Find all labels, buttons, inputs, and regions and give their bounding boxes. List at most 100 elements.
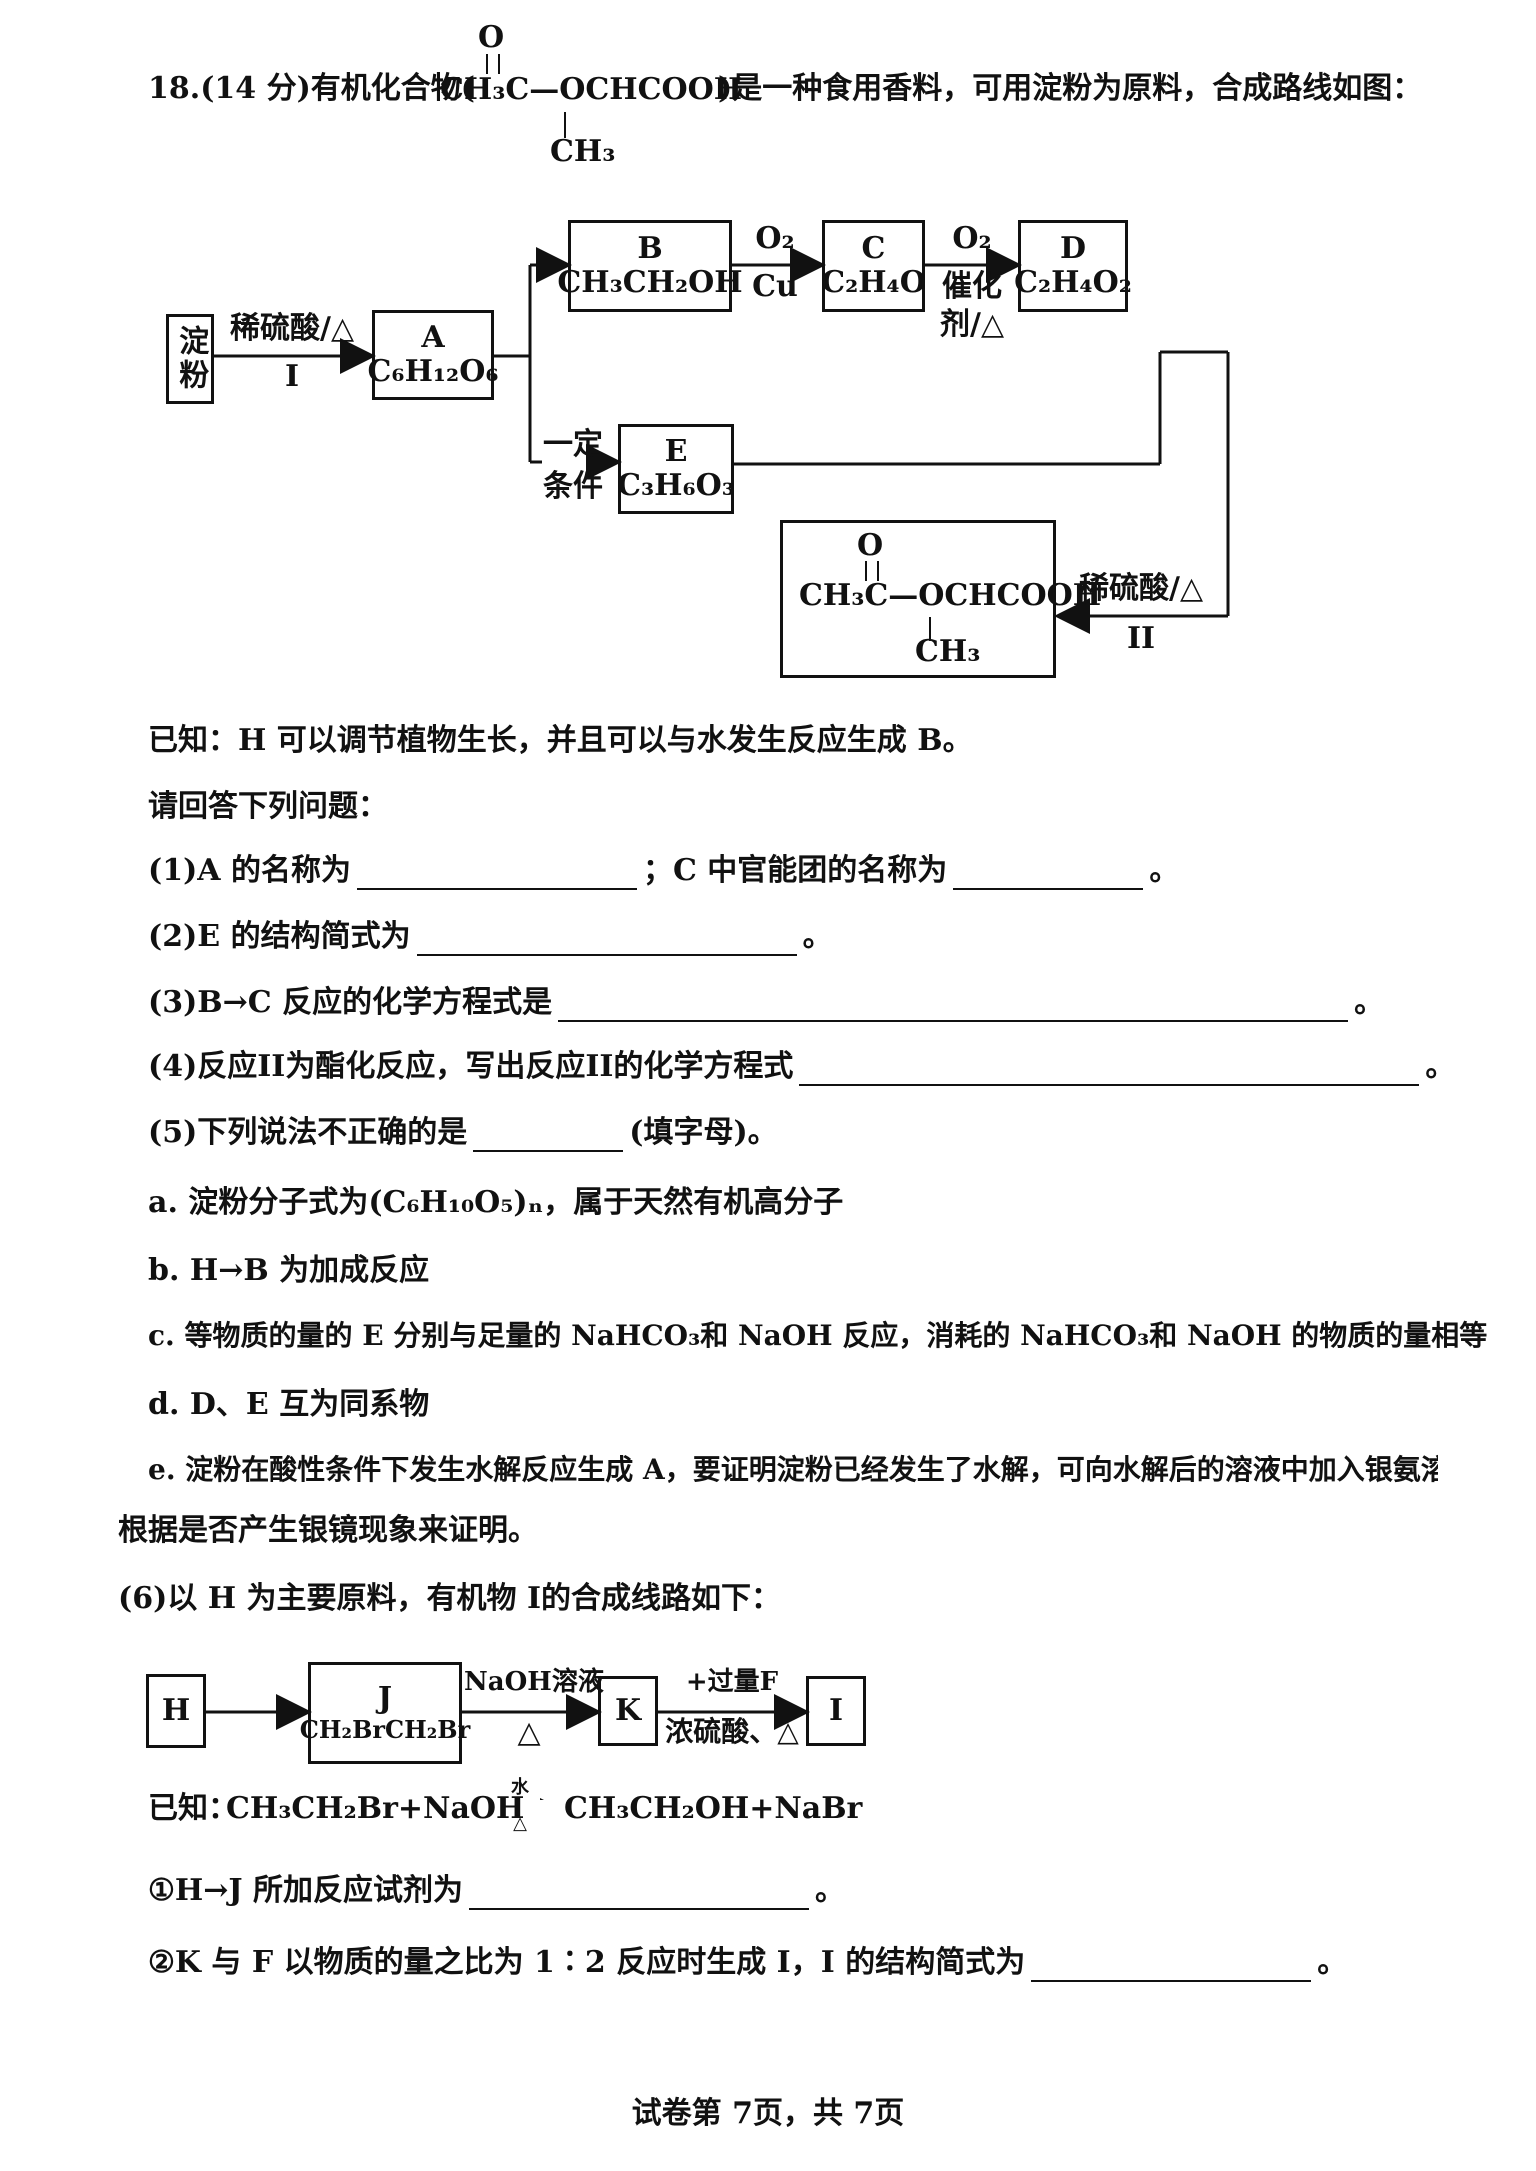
q5-answer-blank[interactable] (473, 1120, 624, 1152)
q1-part-a: (1)A 的名称为 (148, 853, 351, 888)
q4-end: 。 (1425, 1049, 1456, 1084)
page-footer: 试卷第 7页，共 7页 (631, 2096, 905, 2131)
compound-methyl: CH₃ (550, 134, 616, 169)
q1-end: 。 (1149, 853, 1180, 888)
q6-1-end: 。 (815, 1873, 846, 1908)
arrow-BC-top: O₂ (755, 221, 795, 256)
methyl-bond (564, 112, 566, 138)
product-methyl: CH₃ (915, 634, 981, 669)
q5-end: (填字母)。 (629, 1115, 778, 1150)
E-formula: C₃H₆O₃ (617, 468, 735, 503)
arrow-JK-top: NaOH溶液 (464, 1667, 604, 1697)
prompt-text: 请回答下列问题： (148, 789, 388, 824)
arrow-AE-top: 一定 (543, 427, 603, 462)
q4-text: (4)反应II为酯化反应，写出反应II的化学方程式 (148, 1049, 794, 1084)
q2-end: 。 (802, 919, 833, 954)
known-info-2-condition-bottom: △ (513, 1813, 527, 1834)
arrow-KI-bottom: 浓硫酸、△ (665, 1715, 799, 1748)
q1-answer-blank-1[interactable] (356, 858, 637, 890)
C-name: C (861, 230, 886, 266)
q3-answer-blank[interactable] (558, 990, 1349, 1022)
box-J: J CH₂BrCH₂Br (300, 1662, 470, 1764)
A-name: A (421, 319, 445, 355)
option-e-line1: e. 淀粉在酸性条件下发生水解反应生成 A，要证明淀粉已经发生了水解，可向水解后… (148, 1453, 1438, 1486)
box-K: K (598, 1676, 658, 1746)
q6-2-answer-blank[interactable] (1031, 1950, 1312, 1982)
question-6-1: ①H→J 所加反应试剂为 。 (148, 1872, 845, 1910)
q4-answer-blank[interactable] (799, 1054, 1420, 1086)
arrow-JK-bottom: △ (517, 1715, 541, 1750)
known-info-2-reactants: CH₃CH₂Br+NaOH (226, 1791, 525, 1826)
box-B: B CH₃CH₂OH (557, 220, 743, 312)
q5-text: (5)下列说法不正确的是 (148, 1115, 468, 1150)
question-5: (5)下列说法不正确的是 (填字母)。 (148, 1114, 778, 1152)
option-d: d. D、E 互为同系物 (148, 1387, 430, 1422)
question-title-prefix: 18.(14 分)有机化合物( (148, 71, 475, 106)
H-label: H (161, 1692, 191, 1728)
q6-2-end: 。 (1317, 1945, 1348, 1980)
double-bond (486, 54, 500, 74)
arrow-CD-bottom1: 催化 (942, 269, 1002, 304)
J-name: J (377, 1680, 393, 1716)
scheme1-arrows (214, 247, 1230, 634)
box-D: D C₂H₄O₂ (1014, 220, 1132, 312)
known-info-2-label: 已知： (148, 1791, 238, 1826)
known-info-2-condition-top: 水 (511, 1777, 529, 1798)
D-formula: C₂H₄O₂ (1014, 265, 1132, 300)
arrow-I-top: 稀硫酸/△ (229, 311, 355, 346)
title-compound-structure: O CH₃C—OCHCOOH CH₃ (440, 20, 742, 170)
J-formula: CH₂BrCH₂Br (299, 1715, 471, 1745)
question-2: (2)E 的结构简式为 。 (148, 918, 833, 956)
compound-main-chain: CH₃C—OCHCOOH (440, 72, 743, 107)
question-1: (1)A 的名称为 ；C 中官能团的名称为 。 (148, 852, 1179, 890)
product-main-chain: CH₃C—OCHCOOH (799, 578, 1102, 613)
arrow-CD-top: O₂ (952, 221, 992, 256)
carbonyl-oxygen: O (478, 20, 505, 55)
q6-1-answer-blank[interactable] (469, 1878, 810, 1910)
question-title-suffix: )是一种食用香料，可用淀粉为原料，合成路线如图： (718, 71, 1423, 106)
box-A: A C₆H₁₂O₆ (368, 310, 498, 400)
q3-end: 。 (1354, 985, 1385, 1020)
product-double-bond (865, 561, 879, 581)
arrow-II-top: 稀硫酸/△ (1078, 571, 1204, 606)
box-C: C C₂H₄O (821, 220, 926, 312)
arrow-AE-bottom: 条件 (543, 469, 603, 504)
q6-2-text: ②K 与 F 以物质的量之比为 1∶2 反应时生成 I，I 的结构简式为 (148, 1945, 1026, 1980)
q2-text: (2)E 的结构简式为 (148, 919, 411, 954)
B-name: B (637, 230, 663, 266)
product-carbonyl-oxygen: O (857, 528, 884, 563)
known-info-1: 已知：H 可以调节植物生长，并且可以与水发生反应生成 B。 (148, 723, 973, 758)
starch-label: 淀粉 (173, 325, 209, 393)
q6-1-text: ①H→J 所加反应试剂为 (148, 1873, 464, 1908)
known-info-2-products: CH₃CH₂OH+NaBr (564, 1791, 863, 1826)
option-b: b. H→B 为加成反应 (148, 1253, 430, 1288)
E-name: E (664, 433, 688, 469)
arrow-KI-top: +过量F (685, 1667, 779, 1697)
q3-text: (3)B→C 反应的化学方程式是 (148, 985, 553, 1020)
box-E: E C₃H₆O₃ (617, 424, 735, 514)
option-c: c. 等物质的量的 E 分别与足量的 NaHCO₃和 NaOH 反应，消耗的 N… (148, 1319, 1488, 1352)
question-3: (3)B→C 反应的化学方程式是 。 (148, 984, 1384, 1022)
product-methyl-bond (929, 617, 931, 641)
C-formula: C₂H₄O (821, 265, 926, 300)
box-I: I (806, 1676, 866, 1746)
B-formula: CH₃CH₂OH (557, 265, 743, 300)
q1-answer-blank-2[interactable] (953, 858, 1144, 890)
q1-part-b: ；C 中官能团的名称为 (642, 853, 948, 888)
q2-answer-blank[interactable] (416, 924, 797, 956)
I-label: I (828, 1692, 844, 1728)
scheme2-arrows (206, 1694, 810, 1800)
box-starch: 淀粉 (166, 314, 214, 404)
arrow-CD-bottom2: 剂/△ (939, 307, 1005, 342)
A-formula: C₆H₁₂O₆ (367, 354, 499, 389)
question-6: (6)以 H 为主要原料，有机物 I的合成线路如下： (118, 1581, 781, 1616)
arrow-BC-bottom: Cu (752, 269, 798, 304)
arrow-I-bottom: I (284, 359, 300, 394)
box-H: H (146, 1674, 206, 1748)
K-label: K (614, 1692, 642, 1728)
option-a: a. 淀粉分子式为(C₆H₁₀O₅)ₙ，属于天然有机高分子 (148, 1185, 844, 1220)
arrow-II-bottom: II (1126, 621, 1156, 656)
question-6-2: ②K 与 F 以物质的量之比为 1∶2 反应时生成 I，I 的结构简式为 。 (148, 1944, 1347, 1982)
option-e-line2: 根据是否产生银镜现象来证明。 (118, 1513, 538, 1548)
D-name: D (1059, 230, 1086, 266)
